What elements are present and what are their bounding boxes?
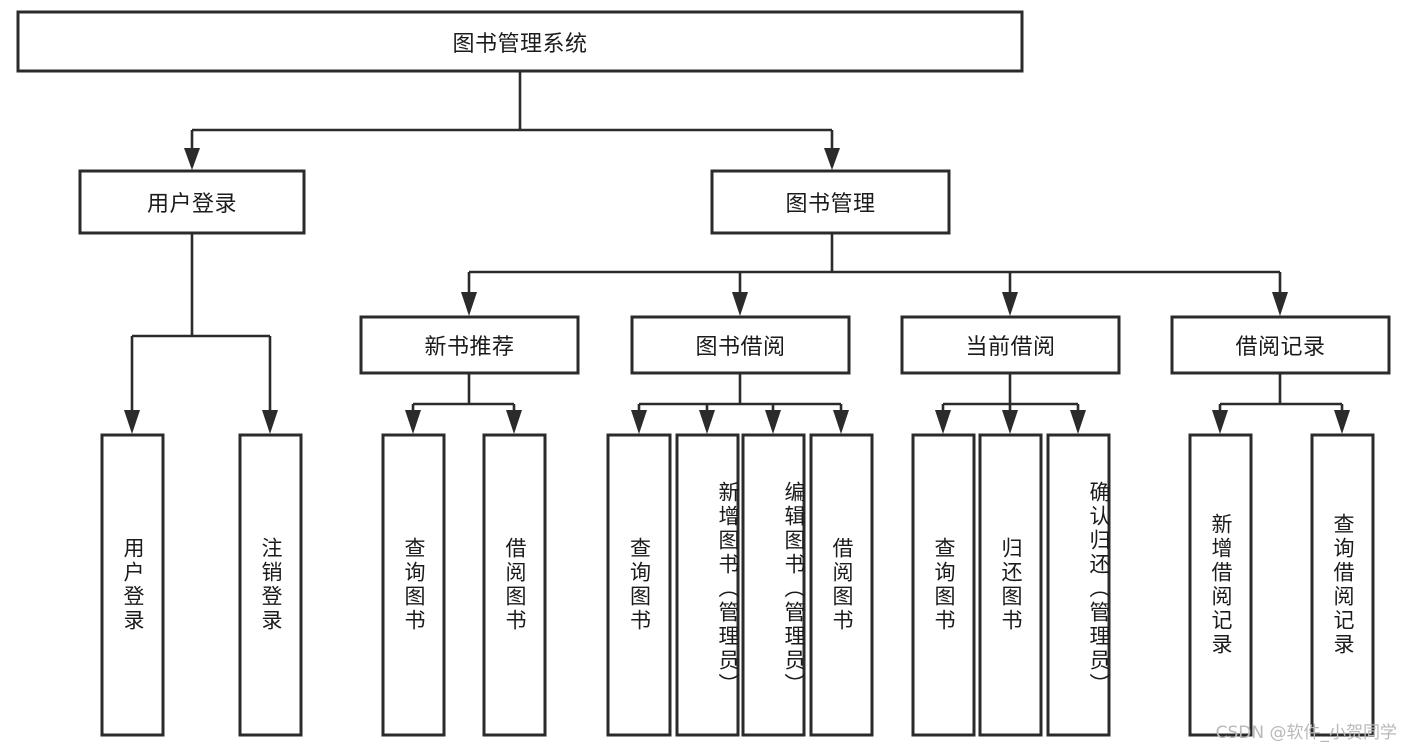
arrow-head-icon <box>833 410 849 434</box>
node-box-book-borrow[interactable] <box>630 315 851 375</box>
leaf-box-query-book-3[interactable] <box>911 433 976 737</box>
arrow-head-icon <box>1212 410 1228 434</box>
leaf-box-add-record[interactable] <box>1188 433 1253 737</box>
arrow-head-icon <box>405 410 421 434</box>
node-box-new-book-recommend[interactable] <box>359 315 580 375</box>
arrow-head-icon <box>631 410 647 434</box>
leaf-box-user-login[interactable] <box>100 433 165 737</box>
connector-book-borrow-to-leaves <box>631 373 849 434</box>
leaf-box-confirm-return[interactable] <box>1046 433 1111 737</box>
arrow-head-icon <box>1272 292 1288 316</box>
arrow-head-icon <box>1002 410 1018 434</box>
arrow-head-icon <box>461 292 477 316</box>
arrow-head-icon <box>1334 410 1350 434</box>
connector-book-manage-to-level3 <box>461 233 1288 316</box>
node-box-borrow-record[interactable] <box>1170 315 1391 375</box>
node-box-current-borrow[interactable] <box>900 315 1121 375</box>
connector-root-to-level2 <box>184 71 840 170</box>
leaf-box-add-book[interactable] <box>675 433 740 737</box>
arrow-head-icon <box>184 148 200 170</box>
connector-new-book-to-leaves <box>405 373 522 434</box>
leaf-box-query-book-2[interactable] <box>606 433 672 737</box>
arrow-head-icon <box>699 410 715 434</box>
connector-current-borrow-to-leaves <box>935 373 1086 434</box>
arrow-head-icon <box>935 410 951 434</box>
arrow-head-icon <box>732 292 748 316</box>
leaf-box-edit-book[interactable] <box>741 433 806 737</box>
arrow-head-icon <box>506 410 522 434</box>
leaf-box-borrow-book-2[interactable] <box>809 433 874 737</box>
arrow-head-icon <box>1070 410 1086 434</box>
arrow-head-icon <box>765 410 781 434</box>
arrow-head-icon <box>1002 292 1018 316</box>
node-box-book-manage[interactable] <box>710 169 951 235</box>
arrow-head-icon <box>124 410 140 434</box>
node-box-user-login[interactable] <box>78 169 306 235</box>
leaf-box-user-logout[interactable] <box>238 433 303 737</box>
leaf-box-return-book[interactable] <box>978 433 1043 737</box>
leaf-box-query-record[interactable] <box>1310 433 1375 737</box>
connector-borrow-record-to-leaves <box>1212 373 1350 434</box>
arrow-head-icon <box>262 410 278 434</box>
node-box-root[interactable] <box>16 10 1024 73</box>
leaf-box-borrow-book-1[interactable] <box>482 433 547 737</box>
arrow-head-icon <box>824 148 840 170</box>
connector-user-login-to-leaves <box>124 233 278 434</box>
leaf-box-query-book-1[interactable] <box>381 433 446 737</box>
